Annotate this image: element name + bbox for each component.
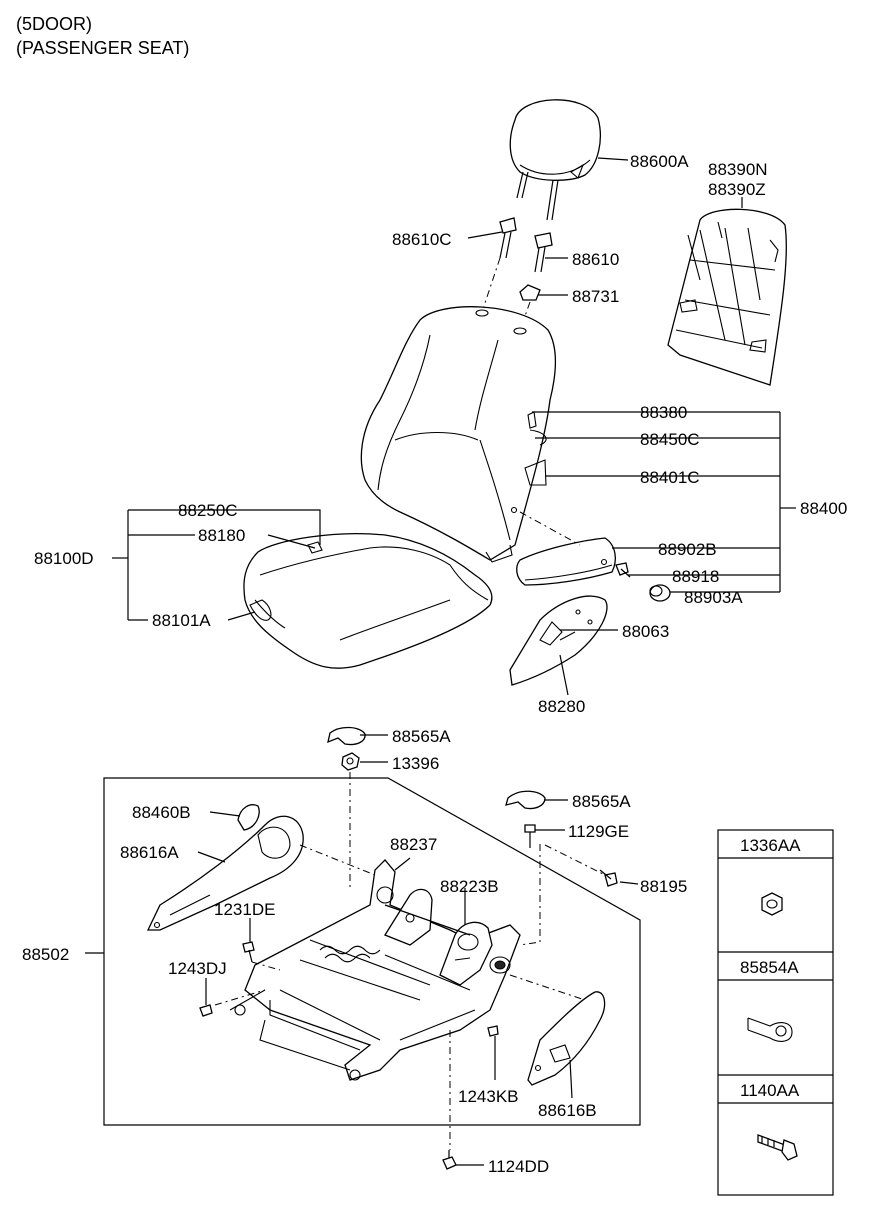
callout-88902B: 88902B [658, 540, 717, 559]
seat-cushion [243, 533, 493, 669]
hex-nut-icon [761, 892, 783, 916]
callout-88616A: 88616A [120, 843, 179, 862]
seat-track-frame [229, 859, 521, 1081]
recliner-mechanism [439, 921, 493, 986]
callout-88903A: 88903A [684, 588, 743, 607]
callout-88460B: 88460B [132, 803, 191, 822]
header-line-2: (PASSENGER SEAT) [16, 38, 189, 58]
callout-88502: 88502 [22, 945, 69, 964]
callout-88250C: 88250C [178, 501, 238, 520]
callout-88195: 88195 [640, 877, 687, 896]
callout-88610C: 88610C [392, 230, 452, 249]
callout-88390Z: 88390Z [708, 180, 766, 199]
callout-88610: 88610 [572, 250, 619, 269]
seat-back-panel [667, 208, 787, 386]
legend-code-1: 85854A [740, 958, 799, 977]
callout-88280: 88280 [538, 697, 585, 716]
callout-1124DD: 1124DD [488, 1157, 549, 1176]
callout-1243KB: 1243KB [458, 1087, 519, 1106]
headrest-guide-left [499, 217, 517, 259]
recliner-cover [509, 595, 608, 686]
header-line-1: (5DOOR) [16, 14, 92, 34]
side-shield-cover [516, 537, 616, 586]
bracket-88237 [384, 888, 471, 946]
callout-88400: 88400 [800, 499, 847, 518]
headrest-guide-right [534, 232, 553, 273]
nut-13396 [341, 752, 360, 771]
callout-88401C: 88401C [640, 468, 700, 487]
callout-88918: 88918 [672, 567, 719, 586]
legend-table: 1336AA 85854A 1140AA [717, 829, 834, 1196]
callout-1243DJ: 1243DJ [168, 959, 227, 978]
callout-88380: 88380 [640, 403, 687, 422]
headrest [509, 99, 601, 221]
bolt-1243KB [487, 1025, 499, 1037]
cover-88565A-right [505, 790, 546, 810]
seat-back [360, 306, 557, 563]
callout-1231DE: 1231DE [214, 900, 275, 919]
callout-88565A-top: 88565A [392, 727, 451, 746]
screw-88918 [615, 562, 631, 578]
callout-88600A: 88600A [630, 152, 689, 171]
cover-88565A-top [327, 726, 366, 746]
legend-code-0: 1336AA [740, 836, 801, 855]
bolt-1129GE [524, 824, 536, 848]
callout-88180: 88180 [198, 526, 245, 545]
callout-88063: 88063 [622, 622, 669, 641]
callout-13396: 13396 [392, 754, 439, 773]
callout-88450C: 88450C [640, 430, 700, 449]
bolt-1231DE [242, 941, 255, 963]
knob-88460B [237, 804, 260, 831]
callout-88565A-right: 88565A [572, 792, 631, 811]
guide-lock [519, 284, 541, 301]
callout-88223B: 88223B [440, 877, 499, 896]
callout-88390N: 88390N [708, 160, 768, 179]
side-cover-right [527, 991, 606, 1086]
side-cover-left [146, 815, 304, 931]
callout-1129GE: 1129GE [568, 822, 629, 841]
callout-88616B: 88616B [538, 1101, 597, 1120]
clip-icon [747, 1017, 793, 1042]
callout-88237: 88237 [390, 835, 437, 854]
legend-code-2: 1140AA [740, 1081, 800, 1100]
leader-lines [85, 157, 796, 1166]
callout-88100D: 88100D [34, 549, 94, 568]
bolt-1124DD [442, 1150, 457, 1170]
callout-88101A: 88101A [152, 611, 211, 630]
cap-88903A [649, 584, 671, 602]
bolt-icon [757, 1134, 798, 1161]
bolt-1243DJ [199, 990, 213, 1017]
callout-88731: 88731 [572, 287, 619, 306]
screw-88195 [599, 869, 618, 887]
seat-track-boundary [103, 777, 641, 1126]
